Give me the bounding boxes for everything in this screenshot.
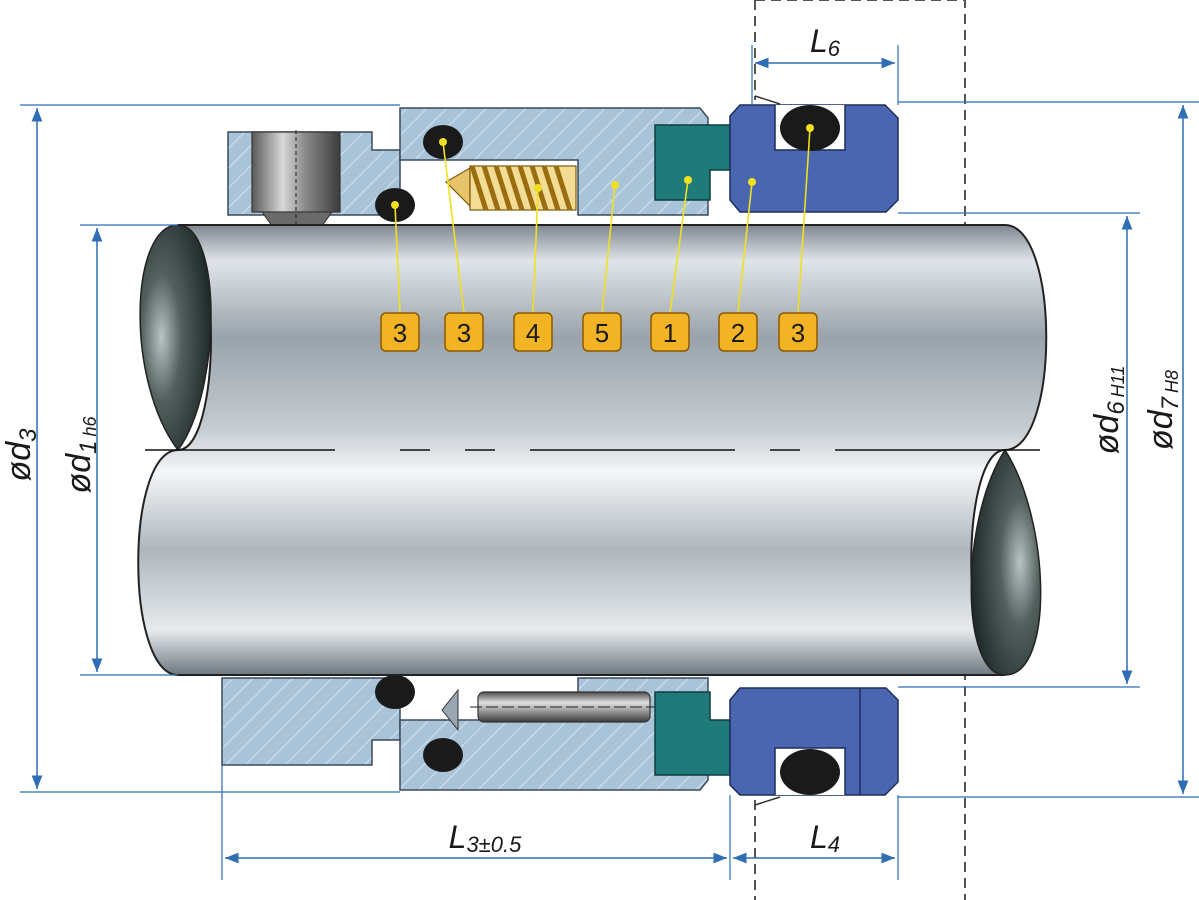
svg-text:3: 3	[791, 318, 805, 348]
set-screw-tip	[261, 211, 333, 227]
stationary-seat-bottom	[729, 687, 899, 796]
callout-1: 3	[380, 312, 420, 352]
spring	[445, 165, 577, 211]
label-d3: ød3	[0, 428, 42, 482]
spring-holder-top	[399, 107, 709, 216]
svg-text:5: 5	[595, 318, 609, 348]
callout-7: 3	[778, 312, 818, 352]
callout-6: 2	[718, 312, 758, 352]
rotating-face-bottom	[654, 691, 731, 776]
o-ring-holder-bottom	[423, 738, 463, 772]
callout-2: 3	[444, 312, 484, 352]
drive-pin	[441, 688, 660, 732]
housing-chamfer-top	[754, 95, 781, 105]
svg-text:4: 4	[526, 318, 540, 348]
o-ring-seat-bottom	[780, 749, 840, 795]
label-L6: L6	[810, 23, 841, 61]
callout-5: 1	[650, 312, 690, 352]
label-d6: ød6H11	[1088, 366, 1130, 455]
label-d1: ød1h6	[60, 415, 102, 493]
label-d7: ød7H8	[1142, 370, 1184, 450]
dimension-lines	[31, 57, 1189, 864]
label-L3: L3±0.5	[449, 819, 522, 857]
o-ring-collar-bottom	[375, 675, 415, 709]
svg-text:1: 1	[663, 318, 677, 348]
svg-text:2: 2	[731, 318, 745, 348]
housing-chamfer-bottom	[754, 796, 781, 806]
leader-lines	[394, 127, 811, 314]
collar-bottom	[221, 677, 401, 766]
leader-dots	[391, 124, 814, 209]
label-L4: L4	[810, 819, 840, 857]
extension-lines	[20, 45, 1199, 880]
stationary-seat-top	[729, 104, 899, 213]
callout-4: 5	[582, 312, 622, 352]
rotating-face-top	[654, 124, 731, 201]
svg-text:3: 3	[393, 318, 407, 348]
callout-3: 4	[513, 312, 553, 352]
svg-text:3: 3	[457, 318, 471, 348]
